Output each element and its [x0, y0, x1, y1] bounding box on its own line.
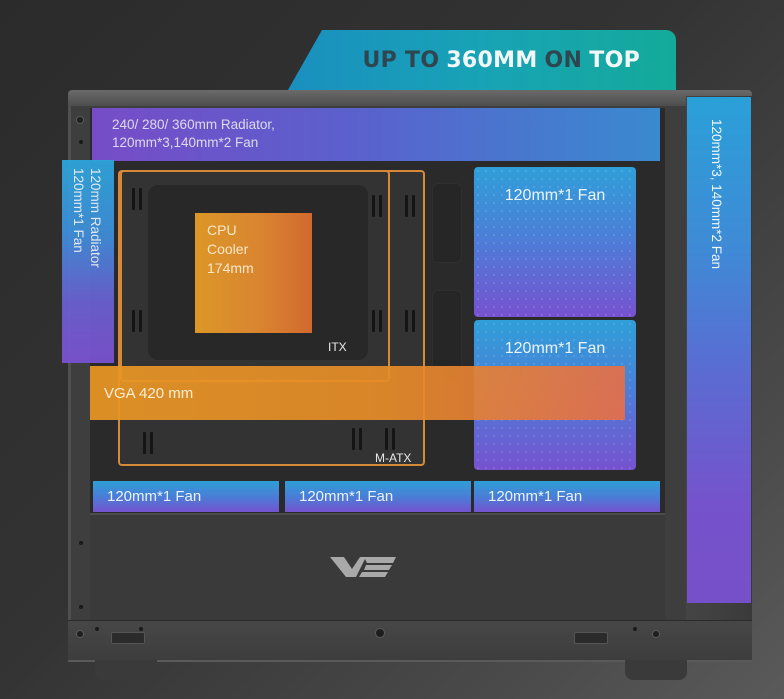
screw-icon: [652, 630, 660, 638]
screw-dot: [139, 627, 143, 631]
cable-hole: [432, 183, 462, 263]
io-port: [574, 632, 608, 644]
rear-radiator-line2: 120mm*1 Fan: [71, 168, 86, 253]
case-top-panel: [68, 90, 752, 108]
top-radiator-line1: 240/ 280/ 360mm Radiator,: [112, 117, 275, 132]
tray-slot: [385, 428, 395, 450]
top-radiator-zone: 240/ 280/ 360mm Radiator, 120mm*3,140mm*…: [92, 108, 660, 161]
cpu-cooler-zone: CPU Cooler 174mm: [195, 213, 312, 333]
tray-slot: [352, 428, 362, 450]
itx-label: ITX: [328, 340, 347, 354]
brand-logo-icon: [330, 555, 398, 586]
cpu-cooler-line1: CPU: [207, 222, 237, 238]
fan-zone-right-1: 120mm*1 Fan: [474, 167, 636, 317]
screw-dot: [633, 627, 637, 631]
matx-label: M-ATX: [375, 451, 412, 465]
rear-radiator-line1: 120mm Radiator: [88, 168, 103, 268]
side-fan-zone: 120mm*3, 140mm*2 Fan: [687, 97, 751, 603]
fan-label: 120mm*1 Fan: [107, 488, 202, 505]
case-bottom-rail: [68, 620, 752, 662]
vga-label: VGA 420 mm: [104, 384, 194, 402]
screw-icon: [76, 630, 84, 638]
fan-label: 120mm*1 Fan: [504, 187, 606, 204]
fan-zone-bottom-2: 120mm*1 Fan: [285, 481, 471, 512]
rear-radiator-text: 120mm Radiator 120mm*1 Fan: [70, 168, 104, 268]
tray-slot: [132, 188, 142, 210]
fan-label: 120mm*1 Fan: [299, 488, 394, 505]
screw-dot: [79, 541, 83, 545]
screw-icon: [375, 628, 385, 638]
banner-text-top: TOP: [589, 47, 640, 73]
case-foot-right: [625, 660, 687, 680]
top-radiator-line2: 120mm*3,140mm*2 Fan: [112, 135, 259, 150]
rear-radiator-zone: 120mm Radiator 120mm*1 Fan: [62, 160, 114, 363]
fan-zone-bottom-1: 120mm*1 Fan: [93, 481, 279, 512]
cpu-cooler-line3: 174mm: [207, 260, 254, 276]
tray-slot: [405, 195, 415, 217]
screw-dot: [95, 627, 99, 631]
top-banner: UP TO 360MM ON TOP: [288, 30, 676, 90]
tray-slot: [372, 195, 382, 217]
fan-zone-bottom-3: 120mm*1 Fan: [474, 481, 660, 512]
tray-slot: [372, 310, 382, 332]
tray-slot: [405, 310, 415, 332]
screw-dot: [79, 140, 83, 144]
screw-dot: [79, 605, 83, 609]
cpu-cooler-line2: Cooler: [207, 241, 249, 257]
tray-slot: [143, 432, 153, 454]
case-foot-left: [95, 660, 157, 680]
tray-slot: [132, 310, 142, 332]
side-fan-label: 120mm*3, 140mm*2 Fan: [709, 119, 724, 270]
banner-text-on: ON: [544, 47, 583, 73]
cable-hole: [432, 290, 462, 380]
banner-text-360mm: 360MM: [446, 47, 538, 73]
screw-icon: [76, 116, 84, 124]
io-port: [111, 632, 145, 644]
fan-label: 120mm*1 Fan: [488, 488, 583, 505]
vga-zone: VGA 420 mm: [90, 366, 625, 420]
banner-text-up-to: UP TO: [362, 47, 440, 73]
fan-label: 120mm*1 Fan: [504, 340, 606, 357]
